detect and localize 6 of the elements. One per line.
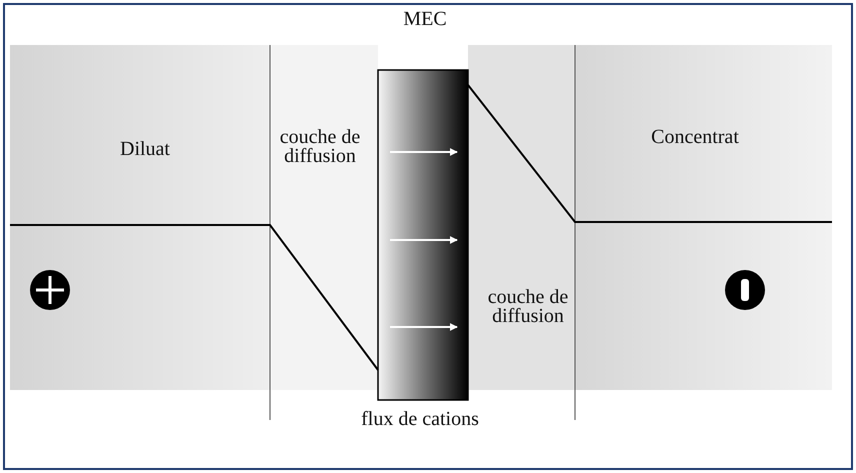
layer-label: couche de diffusion xyxy=(486,288,570,326)
solution-label: Diluat xyxy=(119,140,171,159)
layer-label: couche de diffusion xyxy=(278,128,362,166)
solution-label: Concentrat xyxy=(650,128,740,147)
flux-label: flux de cations xyxy=(360,410,480,429)
membrane-label: MEC xyxy=(402,10,448,29)
